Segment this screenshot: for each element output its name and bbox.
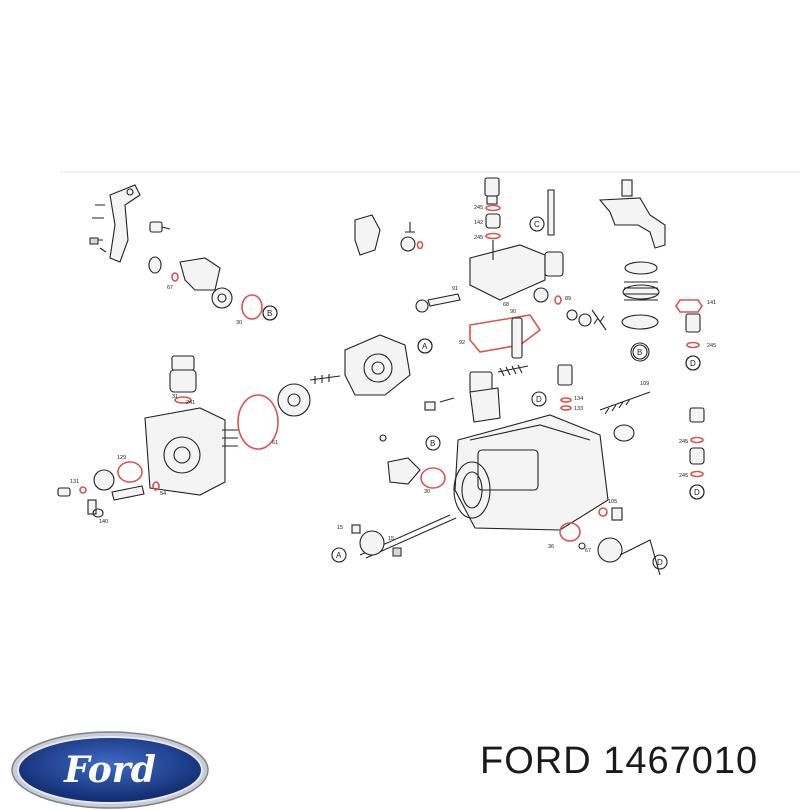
part-number-label: 54	[160, 491, 166, 497]
part-number-label: 90	[510, 309, 516, 315]
callout-letter: A	[422, 342, 428, 351]
callout-letter: C	[534, 220, 540, 229]
main-pump-housing	[351, 364, 661, 576]
part-number-label: 133	[574, 406, 583, 412]
part-number-label: 61	[272, 440, 278, 446]
top-right-lever-assembly	[598, 179, 703, 371]
callout-letter: D	[536, 395, 542, 404]
callout-letter: D	[694, 488, 700, 497]
callout-letter: B	[267, 309, 272, 318]
part-number-label: 105	[608, 499, 617, 505]
pump-head-assembly	[57, 355, 238, 518]
part-number-label: 141	[707, 300, 716, 306]
part-number-labels: 245 142 245 91 67 30 92 68 90 89 141 245…	[70, 205, 716, 554]
part-number-label: 67	[167, 285, 173, 291]
part-number-label: 30	[424, 489, 430, 495]
part-number-label: 15	[388, 536, 394, 542]
callout-letter: D	[657, 558, 663, 567]
callout-letter: B	[637, 348, 642, 357]
part-number-label: 129	[117, 455, 126, 461]
part-number-label: 245	[679, 439, 688, 445]
part-number-label: 134	[574, 396, 583, 402]
drive-flange-assembly	[237, 334, 433, 450]
part-number-label: 142	[474, 220, 483, 226]
part-number-label: 109	[640, 381, 649, 387]
part-number-label: 68	[503, 302, 509, 308]
callout-letter: D	[690, 359, 696, 368]
part-number-label: 245	[707, 343, 716, 349]
top-left-lever-assembly	[89, 184, 278, 321]
part-number-label: 241	[186, 400, 195, 406]
top-center-governor-cover	[354, 177, 607, 377]
part-number-label: 67	[585, 548, 591, 554]
part-number-label: 245	[679, 473, 688, 479]
callout-letter: B	[430, 439, 435, 448]
ford-logo-script: Ford	[63, 749, 156, 791]
callout-letters: B C A B D D B A D D	[262, 216, 705, 570]
part-number-label: 31	[172, 394, 178, 400]
part-number-label: 15	[337, 525, 343, 531]
callout-letter: A	[336, 551, 342, 560]
part-number-label: 245	[474, 235, 483, 241]
part-number-label: 140	[99, 519, 108, 525]
part-number-label: 131	[70, 479, 79, 485]
part-caption: FORD 1467010	[480, 740, 759, 782]
part-number-label: 89	[565, 296, 571, 302]
part-number-label: 245	[474, 205, 483, 211]
part-number-label: 30	[236, 320, 242, 326]
ford-logo: Ford	[11, 731, 209, 809]
part-number-label: 92	[459, 340, 465, 346]
part-number-label: 91	[452, 286, 458, 292]
part-number-label: 36	[548, 544, 554, 550]
